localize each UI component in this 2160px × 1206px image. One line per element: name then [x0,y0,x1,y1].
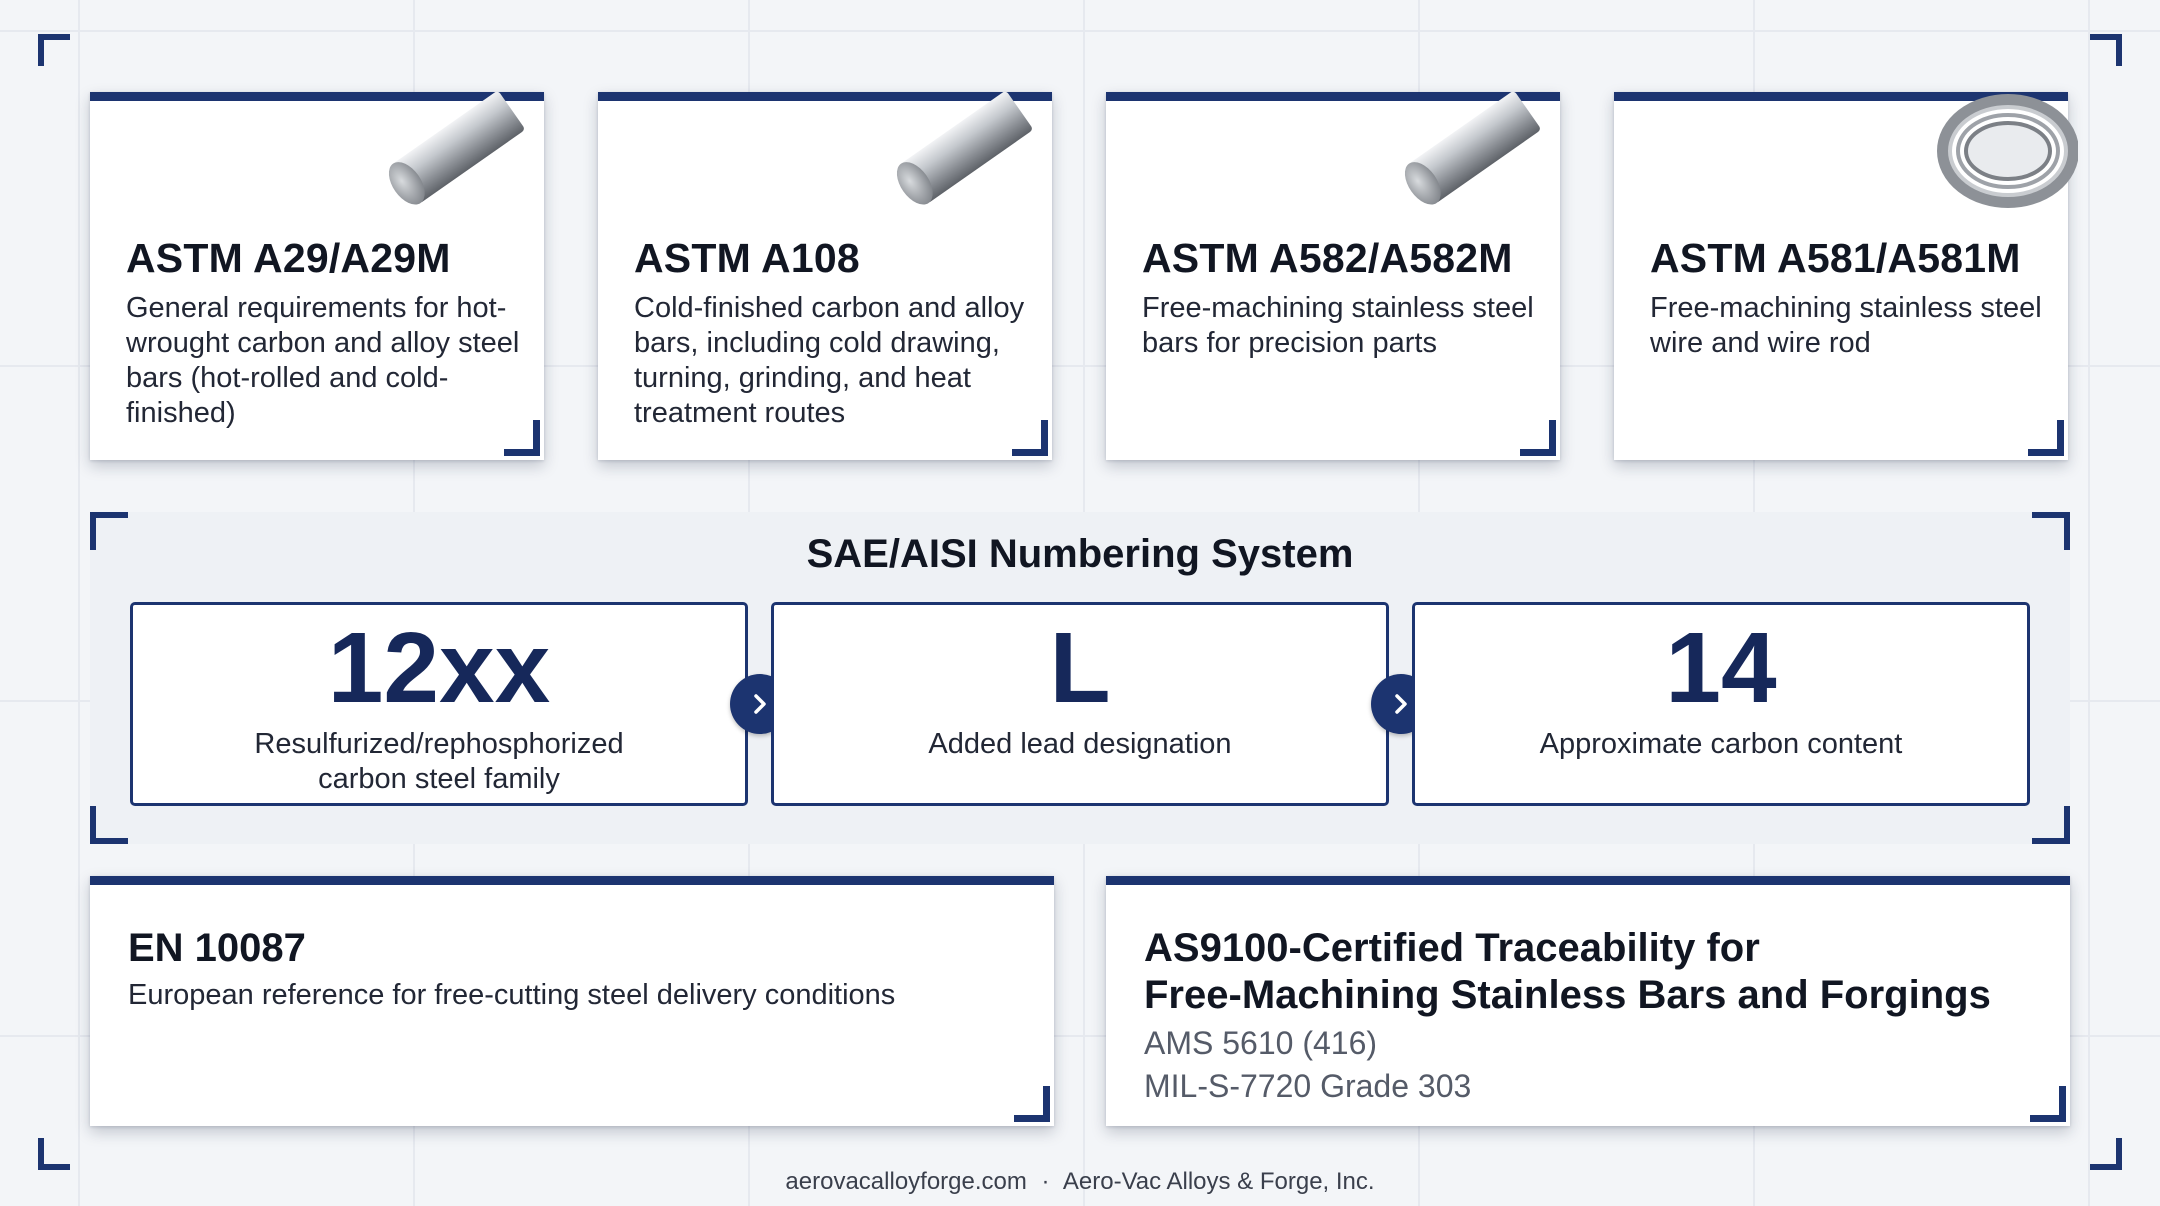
card-description: Free-machining stainless steel bars for … [1142,292,1534,359]
sae-code: L [1049,612,1111,724]
card-corner-accent [504,420,540,456]
card-title: ASTM A582/A582M [1142,235,1513,281]
sae-description: Approximate carbon content [1539,728,1903,760]
sae-code: 12xx [327,612,551,724]
card-corner-accent [1520,420,1556,456]
steel-bar-icon [896,91,1032,205]
panel-corner [90,512,128,550]
card-title: ASTM A581/A581M [1650,235,2021,281]
card-title-line-2: Free-Machining Stainless Bars and Forgin… [1144,973,1991,1017]
card-title: ASTM A29/A29M [126,235,451,281]
sae-code: 14 [1665,612,1777,724]
sae-segment-lead: L Added lead designation [771,602,1389,806]
sae-description: Resulfurized/rephosphorized carbon steel… [254,728,624,795]
card-corner-accent [2030,1086,2066,1122]
card-title: EN 10087 [128,926,306,970]
frame-corner-bottom-left [38,1138,70,1170]
spec-item: MIL-S-7720 Grade 303 [1144,1068,1472,1104]
standard-card-astm-a29: ASTM A29/A29M General requirements for h… [90,91,544,460]
card-description: General requirements for hot-wrought car… [126,292,520,429]
card-corner-accent [1014,1086,1050,1122]
panel-corner [2032,512,2070,550]
standard-card-astm-a581: ASTM A581/A581M Free-machining stainless… [1614,92,2078,460]
traceability-card: AS9100-Certified Traceability for Free-M… [1106,876,2070,1126]
sae-segment-carbon: 14 Approximate carbon content [1412,602,2030,806]
card-description: Free-machining stainless steel wire and … [1650,292,2042,359]
footer-website-link[interactable]: aerovacalloyforge.com [785,1168,1027,1195]
card-corner-accent [2028,420,2064,456]
sae-segment-family: 12xx Resulfurized/rephosphorized carbon … [130,602,748,806]
spec-item: AMS 5610 (416) [1144,1025,1378,1061]
wire-coil-icon [1937,94,2078,208]
standard-card-en-10087: EN 10087 European reference for free-cut… [90,876,1054,1126]
sae-title: SAE/AISI Numbering System [806,532,1354,576]
card-title: AS9100-Certified Traceability for Free-M… [1144,925,1991,1019]
frame-corner-bottom-right [2090,1138,2122,1170]
sae-description: Added lead designation [928,728,1232,760]
steel-bar-icon [388,91,524,205]
panel-corner [2032,806,2070,844]
footer: aerovacalloyforge.com · Aero-Vac Alloys … [0,1168,2160,1196]
steel-bar-icon [1404,91,1540,205]
card-description: Cold-finished carbon and alloy bars, inc… [634,292,1025,429]
frame-corner-top-right [2090,34,2122,66]
card-title-line-1: AS9100-Certified Traceability for [1144,926,1760,970]
frame-corner-top-left [38,34,70,66]
standard-card-astm-a108: ASTM A108 Cold-finished carbon and alloy… [598,91,1052,460]
standard-card-astm-a582: ASTM A582/A582M Free-machining stainless… [1106,91,1560,460]
panel-corner [90,806,128,844]
card-description: European reference for free-cutting stee… [128,979,896,1011]
card-corner-accent [1012,420,1048,456]
footer-company-name: Aero-Vac Alloys & Forge, Inc. [1062,1168,1375,1195]
footer-separator: · [1041,1168,1050,1195]
sae-numbering-panel: SAE/AISI Numbering System 12xx Resulfuri… [90,512,2070,844]
card-title: ASTM A108 [634,235,860,281]
